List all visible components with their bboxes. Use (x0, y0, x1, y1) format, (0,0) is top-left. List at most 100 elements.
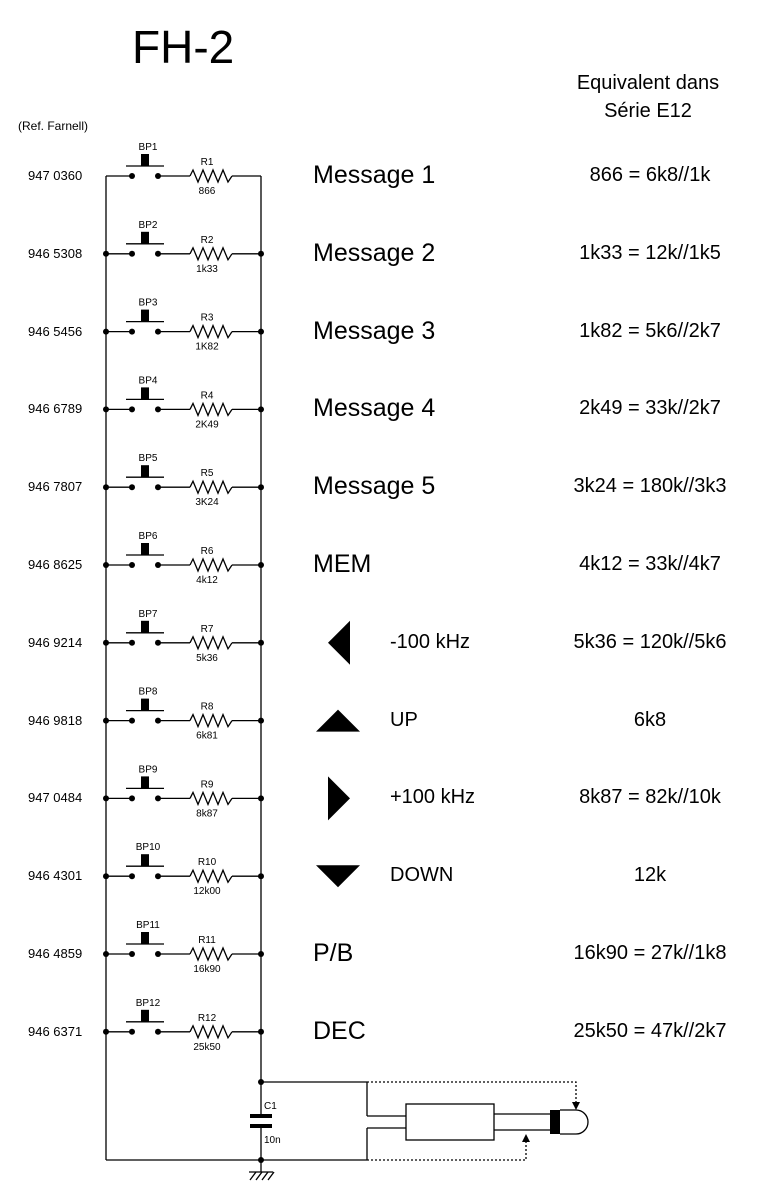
node-dot (129, 1028, 135, 1035)
resistor-value: 866 (199, 186, 216, 197)
resistor-name: R7 (201, 624, 214, 635)
resistor-symbol (189, 323, 233, 340)
pushbutton-actuator (141, 776, 149, 789)
node-dot (258, 1079, 264, 1085)
resistor-symbol (189, 790, 233, 807)
button-label: Message 5 (313, 472, 436, 501)
pushbutton-actuator (141, 309, 149, 322)
part-number: 946 6371 (28, 1023, 83, 1039)
resistor-name: R6 (201, 546, 214, 557)
pushbutton-name: BP2 (139, 220, 158, 231)
resistor-value: 1K82 (195, 342, 219, 353)
node-dot (129, 795, 135, 802)
resistor-value: 4k12 (196, 575, 218, 586)
pushbutton-actuator (141, 465, 149, 478)
e12-equivalent: 25k50 = 47k//2k7 (573, 1019, 727, 1042)
jack-tip-ring (550, 1110, 560, 1134)
button-label: Message 2 (313, 238, 436, 267)
resistor-value: 12k00 (193, 886, 221, 897)
arrow-up-icon (316, 709, 360, 732)
e12-equivalent: 4k12 = 33k//4k7 (579, 553, 721, 575)
node-dot (129, 484, 135, 491)
pushbutton-actuator (141, 698, 149, 711)
resistor-symbol (189, 479, 233, 495)
button-label: DOWN (390, 864, 454, 887)
pushbutton-name: BP4 (139, 375, 158, 386)
node-dot (129, 873, 135, 880)
e12-equivalent: 12k (633, 864, 667, 887)
part-number: 946 7807 (28, 479, 83, 495)
pushbutton-name: BP9 (139, 764, 158, 775)
node-dot (258, 1157, 264, 1163)
resistor-value: 6k81 (196, 731, 218, 742)
button-label: +100 kHz (390, 786, 476, 809)
pushbutton-actuator (141, 854, 149, 867)
part-number: 946 6789 (28, 401, 83, 417)
node-dot (129, 328, 135, 335)
pushbutton-name: BP10 (136, 842, 161, 853)
arrow-head-bottom (522, 1134, 530, 1142)
resistor-symbol (189, 1024, 233, 1040)
part-number: 946 8625 (28, 557, 83, 572)
button-label: MEM (313, 550, 372, 578)
part-number: 946 9214 (28, 634, 83, 650)
resistor-name: R3 (201, 313, 214, 324)
arrow-down-icon (316, 865, 360, 888)
resistor-symbol (189, 246, 233, 262)
button-label: UP (390, 708, 418, 731)
pushbutton-name: BP7 (139, 609, 158, 620)
e12-equivalent: 1k82 = 5k6//2k7 (579, 319, 721, 342)
resistor-name: R1 (201, 157, 214, 168)
capacitor-plate-top (250, 1114, 272, 1118)
button-label: P/B (313, 939, 354, 967)
resistor-symbol (189, 557, 233, 573)
resistor-value: 5k36 (196, 653, 218, 664)
e12-equivalent: 8k87 = 82k//10k (579, 786, 721, 809)
pushbutton-actuator (141, 154, 149, 166)
pushbutton-actuator (141, 1009, 149, 1022)
jack-plug-body (405, 1103, 495, 1141)
node-dot (129, 717, 135, 724)
part-number: 947 0360 (28, 168, 83, 183)
arrow-left-icon (328, 620, 350, 665)
arrow-head-top (572, 1102, 580, 1110)
resistor-name: R8 (201, 702, 214, 713)
resistor-name: R5 (201, 468, 214, 479)
e12-equivalent: 5k36 = 120k//5k6 (573, 630, 727, 653)
arrow-right-icon (328, 776, 350, 821)
pushbutton-actuator (141, 231, 149, 244)
node-dot (129, 639, 135, 646)
pushbutton-name: BP1 (139, 142, 158, 153)
part-number: 947 0484 (28, 790, 83, 806)
resistor-name: R4 (201, 390, 214, 401)
e12-equivalent: 3k24 = 180k//3k3 (573, 475, 727, 498)
resistor-value: 25k50 (193, 1042, 221, 1053)
e12-equivalent: 1k33 = 12k//1k5 (579, 241, 721, 264)
resistor-symbol (189, 946, 233, 962)
button-label: DEC (313, 1016, 366, 1045)
node-dot (129, 250, 135, 257)
resistor-name: R10 (198, 857, 217, 868)
part-number: 946 4859 (28, 946, 83, 961)
pushbutton-name: BP8 (139, 687, 158, 698)
button-label: Message 1 (313, 161, 436, 189)
equivalent-header-line1: Equivalent dans (576, 72, 720, 94)
button-label: Message 4 (313, 394, 436, 423)
resistor-symbol (189, 868, 233, 884)
e12-equivalent: 6k8 (633, 708, 667, 731)
capacitor-value: 10n (264, 1135, 281, 1146)
resistor-value: 16k90 (193, 964, 221, 975)
resistor-name: R2 (201, 235, 214, 246)
part-number: 946 5456 (28, 323, 83, 339)
e12-equivalent: 16k90 = 27k//1k8 (573, 942, 727, 964)
